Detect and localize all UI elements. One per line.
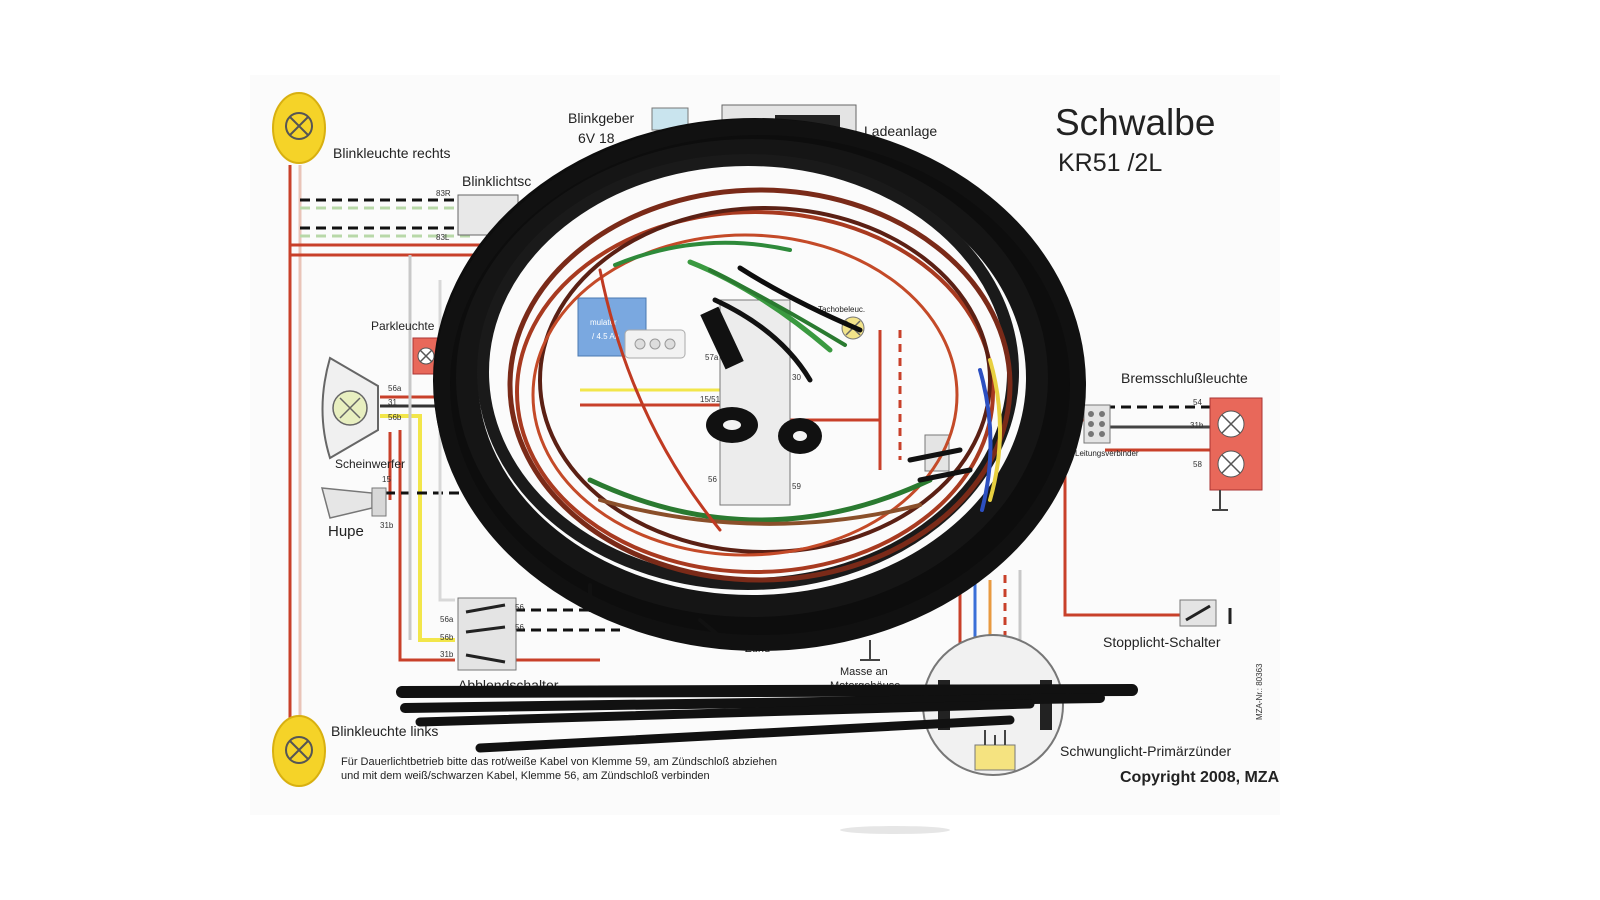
terminal-58: 58 (1193, 460, 1202, 469)
blinker-left-label: Blinkleuchte links (331, 723, 438, 739)
ignition-switch-box (719, 299, 791, 506)
terminal-59: 59 (792, 482, 801, 491)
blinker-left-lamp (272, 715, 326, 787)
copyright-text: Copyright 2008, MZA (1120, 769, 1280, 786)
rubber-grommets (706, 407, 822, 454)
cable-ties (396, 684, 1138, 753)
speedo-light-label: Tachobeleuc. (818, 305, 865, 314)
dimmer-terminal-56-right: 56 (515, 623, 524, 632)
horn (320, 487, 387, 519)
brake-tail-label: Bremsschlußleuchte (1121, 370, 1248, 386)
terminal-56: 56 (708, 475, 717, 484)
black-connector (700, 306, 744, 370)
terminal-31b: 31b (380, 521, 394, 530)
terminal-1551: 15/51 (700, 395, 721, 404)
bottom-shadow (840, 826, 950, 834)
park-light-label: Parkleuchte (371, 319, 435, 333)
flasher-label: Blinkgeber (568, 110, 634, 126)
battery-label: mulator (590, 318, 617, 327)
note-line-1: Für Dauerlichtbetrieb bitte das rot/weiß… (341, 756, 777, 768)
headlight (321, 356, 379, 460)
flasher-voltage: 6V 18 (578, 130, 615, 146)
dimmer-terminal-56a: 56a (440, 615, 454, 624)
terminal-83r: 83R (436, 189, 451, 198)
magneto-label: Schwunglicht-Primärzünder (1060, 743, 1232, 759)
horn-label: Hupe (328, 523, 364, 540)
diagram-subtitle: KR51 /2L (1058, 149, 1162, 177)
terminal-30: 30 (792, 373, 801, 382)
dimmer-terminal-56: 56 (515, 603, 524, 612)
diagram-wires (288, 165, 1210, 720)
drawing-number: MZA-Nr.: 80363 (1255, 663, 1264, 720)
terminal-15: 15 (382, 475, 391, 484)
line-connector-label: Leitungsverbinder (1075, 449, 1139, 458)
blinker-right-lamp (272, 92, 326, 164)
dimmer-terminal-31b: 31b (440, 650, 454, 659)
ground-symbol (860, 640, 880, 661)
terminal-83l: 83L (436, 233, 450, 242)
wire-harness-photo (433, 118, 1086, 651)
blink-switch-label: Blinklichtsc (462, 173, 531, 189)
terminal-57a: 57a (705, 353, 719, 362)
dimmer-terminal-56b: 56b (440, 633, 454, 642)
line-connector-box (1083, 404, 1111, 444)
diagram-title: Schwalbe (1055, 102, 1215, 143)
charging-label: Ladeanlage (864, 123, 937, 139)
note-line-2: und mit dem weiß/schwarzen Kabel, Klemme… (341, 770, 710, 782)
terminal-54: 54 (1193, 398, 1202, 407)
terminal-31b-rear: 31b (1190, 421, 1204, 430)
blinker-right-label: Blinkleuchte rechts (333, 145, 451, 161)
terminal-56b: 56b (388, 413, 402, 422)
battery-spec: / 4.5 Ah (592, 332, 619, 341)
terminal-block (624, 329, 686, 359)
stop-switch-label: Stopplicht-Schalter (1103, 634, 1221, 650)
headlight-label: Scheinwerfer (335, 457, 405, 471)
terminal-56a: 56a (388, 384, 402, 393)
ground-label-1: Masse an (840, 666, 888, 678)
terminal-31: 31 (388, 398, 397, 407)
